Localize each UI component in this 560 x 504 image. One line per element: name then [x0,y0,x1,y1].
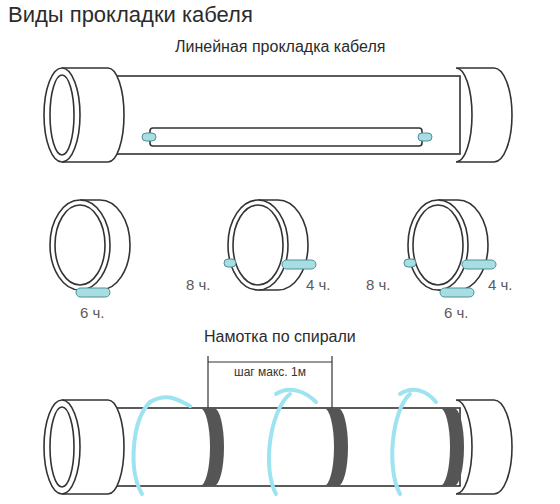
pipe-collar [456,400,512,494]
cable [282,260,316,269]
cable [224,259,236,267]
pipe-body [100,408,460,486]
pipe-opening [50,75,74,155]
cable-end [418,133,432,141]
cable [404,259,416,267]
clock-position: 4 ч. [488,276,513,293]
pipe-collar [456,68,512,162]
cable-channel [150,128,422,146]
cable [440,288,474,297]
section-heading: Намотка по спирали [204,328,356,346]
pipe-opening [44,68,80,162]
spiral-cable [134,390,436,494]
clock-position: 6 ч. [444,304,469,321]
clock-position: 8 ч. [366,276,391,293]
cable-end [142,133,156,141]
clock-position: 4 ч. [306,276,331,293]
dimension-line [208,356,332,410]
cable [76,288,110,297]
clamp-band [200,408,464,486]
pipe-body [100,76,460,154]
dimension-label: шаг макс. 1м [232,366,308,380]
clock-position: 8 ч. [186,276,211,293]
cable [462,260,496,269]
diagram-title: Виды прокладки кабеля [8,2,253,27]
section-heading: Линейная прокладка кабеля [175,38,385,56]
clock-position: 6 ч. [80,304,105,321]
